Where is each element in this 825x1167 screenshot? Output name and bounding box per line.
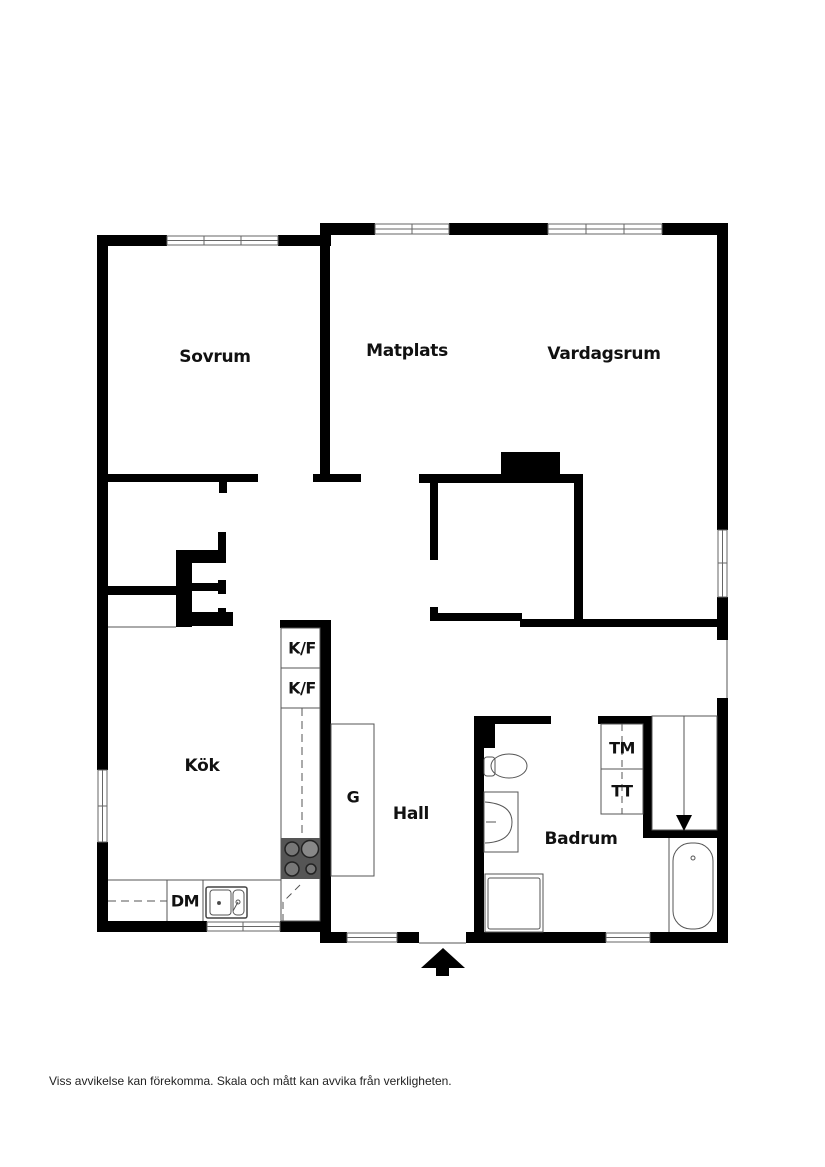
room-label-vardagsrum: Vardagsrum (547, 344, 661, 364)
disclaimer-text: Viss avvikelse kan förekomma. Skala och … (49, 1074, 452, 1088)
room-label-sovrum: Sovrum (179, 347, 251, 367)
fridge-freezer-label: K/F (288, 678, 316, 698)
fixtures (108, 626, 728, 944)
wardrobe-label: G (346, 787, 360, 807)
closet-arrow-icon (676, 815, 692, 831)
room-label-hall: Hall (392, 804, 430, 824)
windows (97, 223, 728, 943)
walls (97, 223, 728, 943)
room-label-kok: Kök (184, 756, 220, 776)
fridge-freezer-label: K/F (288, 638, 316, 658)
tumble-dryer-label: TT (611, 781, 633, 801)
room-label-matplats: Matplats (366, 341, 448, 361)
stove (281, 838, 320, 879)
washing-machine-label: TM (609, 738, 635, 758)
entrance-arrow-icon (421, 948, 465, 976)
room-label-badrum: Badrum (544, 829, 618, 849)
dishwasher-label: DM (170, 891, 200, 911)
